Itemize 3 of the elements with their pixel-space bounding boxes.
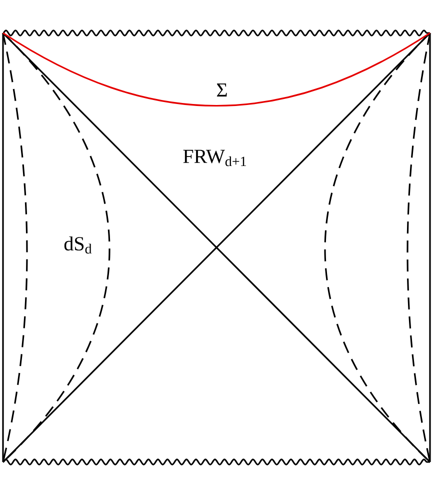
surface-label: Σ (215, 82, 229, 98)
region-label: dS$_{d}$ (62, 235, 94, 255)
region-label: FRW$_{d+1}$ (182, 148, 248, 168)
